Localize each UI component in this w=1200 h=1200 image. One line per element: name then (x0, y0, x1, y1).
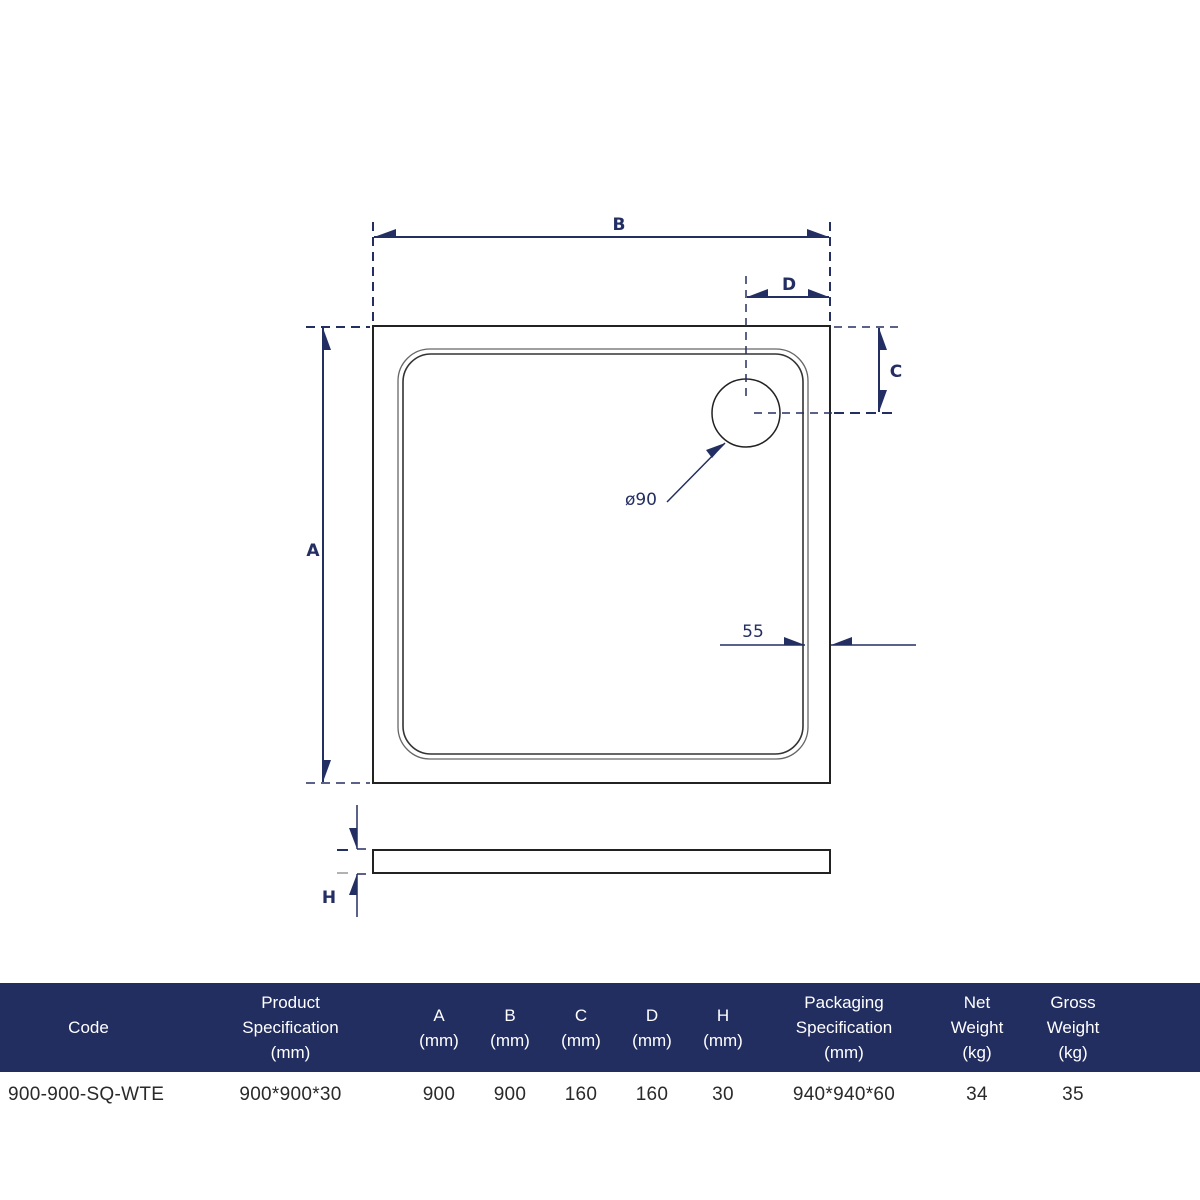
column-header-net-weight: Net Weight (kg) (950, 993, 1004, 1062)
specification-table: Code Product Specification (mm) A (mm) B… (0, 983, 1200, 1118)
cell-code: 900-900-SQ-WTE (8, 1084, 165, 1105)
table-header-row: Code Product Specification (mm) A (mm) B… (0, 983, 1200, 1072)
cell-gross-weight: 35 (1062, 1084, 1084, 1105)
cell-d: 160 (635, 1084, 669, 1105)
column-header-packaging-specification: Packaging Specification (mm) (795, 993, 893, 1062)
dimension-a: A (306, 326, 370, 784)
dimension-a-label: A (306, 541, 320, 561)
column-header-c: C (mm) (561, 1005, 601, 1050)
cell-a: 900 (422, 1084, 456, 1105)
rim-width-label: 55 (742, 622, 764, 642)
dimension-c: C (754, 326, 902, 414)
cell-spacer (1122, 1072, 1200, 1118)
tray-side-view (372, 849, 831, 874)
cell-h: 30 (712, 1084, 734, 1105)
rim-width-callout: 55 (720, 622, 916, 646)
dimension-h-label: H (322, 888, 336, 908)
dimension-b-label: B (613, 215, 626, 235)
column-header-d: D (mm) (632, 1005, 672, 1050)
column-header-b: B (mm) (490, 1005, 530, 1050)
column-header-spacer (1122, 983, 1200, 1072)
tray-inner-rim-outer-line (397, 348, 809, 760)
column-header-a: A (mm) (419, 1005, 459, 1050)
cell-c: 160 (564, 1084, 598, 1105)
tray-side-profile (372, 849, 831, 874)
dimension-b: B (372, 215, 831, 322)
column-header-gross-weight: Gross Weight (kg) (1046, 993, 1100, 1062)
column-header-h: H (mm) (703, 1005, 743, 1050)
waste-diameter-callout: ø90 (625, 442, 726, 510)
dimension-c-label: C (890, 362, 902, 382)
dimension-d-label: D (782, 275, 796, 295)
cell-b: 900 (493, 1084, 527, 1105)
dimension-h: H (322, 805, 366, 917)
table-row: 900-900-SQ-WTE 900*900*30 900 900 160 16… (0, 1072, 1200, 1118)
dimension-d: D (745, 275, 829, 400)
cell-product-specification: 900*900*30 (239, 1084, 342, 1105)
cell-net-weight: 34 (966, 1084, 988, 1105)
cell-packaging-specification: 940*940*60 (792, 1084, 896, 1105)
column-header-product-specification: Product Specification (mm) (242, 993, 339, 1062)
column-header-code: Code (68, 1018, 109, 1037)
tray-plan-view (372, 325, 831, 784)
tray-inner-rim-inner-line (402, 353, 804, 755)
waste-diameter-label: ø90 (625, 490, 657, 510)
shower-tray-technical-drawing: B D C A ø90 55 (306, 215, 916, 917)
